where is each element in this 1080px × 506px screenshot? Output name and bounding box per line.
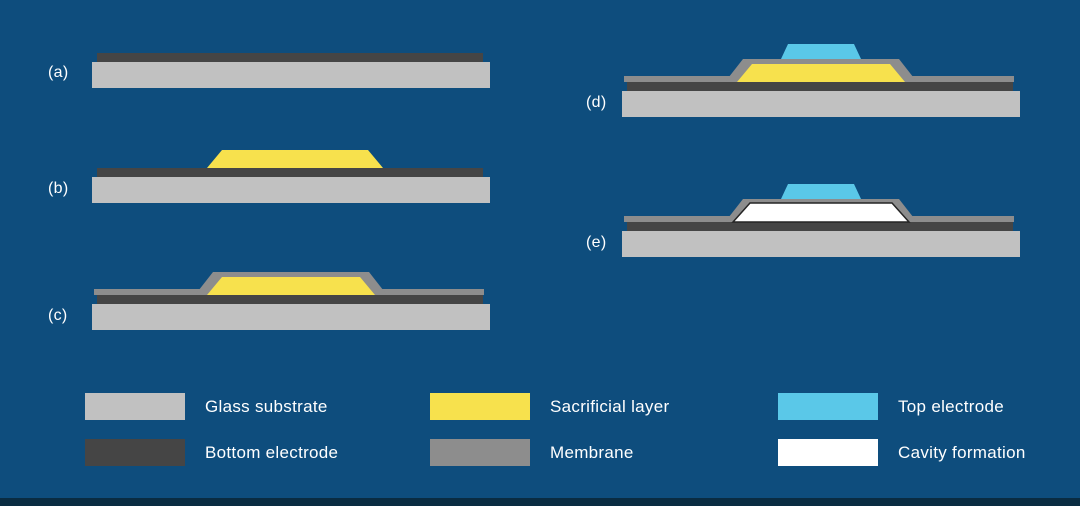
legend-swatch-top-electrode <box>778 393 878 420</box>
glass-substrate-layer <box>92 177 490 203</box>
cavity-shape <box>731 202 911 223</box>
step-e-diagram <box>622 184 1020 257</box>
step-label-b: (b) <box>48 180 69 197</box>
legend-swatch-sacrificial-layer <box>430 393 530 420</box>
step-label-d: (d) <box>586 94 607 111</box>
bottom-electrode-layer <box>97 53 483 62</box>
step-a-diagram <box>92 53 490 88</box>
bottom-electrode-layer <box>97 168 483 177</box>
legend-item-cavity-formation: Cavity formation <box>778 439 1026 466</box>
step-label-a: (a) <box>48 64 69 81</box>
glass-substrate-layer <box>622 91 1020 117</box>
legend-swatch-glass-substrate <box>85 393 185 420</box>
glass-substrate-layer <box>92 62 490 88</box>
bottom-border <box>0 498 1080 506</box>
glass-substrate-layer <box>92 304 490 330</box>
legend-label-cavity-formation: Cavity formation <box>898 442 1026 462</box>
top-electrode-shape <box>781 184 861 199</box>
glass-substrate-layer <box>622 231 1020 257</box>
legend-swatch-membrane <box>430 439 530 466</box>
step-d-diagram <box>622 44 1020 117</box>
sacrificial-layer-shape <box>207 277 375 295</box>
legend-item-bottom-electrode: Bottom electrode <box>85 439 338 466</box>
legend-swatch-cavity-formation <box>778 439 878 466</box>
bottom-electrode-layer <box>97 295 483 304</box>
sacrificial-layer-shape <box>737 64 905 82</box>
legend-label-membrane: Membrane <box>550 442 634 462</box>
step-b-diagram <box>92 150 490 203</box>
step-c-diagram <box>92 272 490 330</box>
legend-item-sacrificial-layer: Sacrificial layer <box>430 393 669 420</box>
legend-label-bottom-electrode: Bottom electrode <box>205 442 339 462</box>
step-label-e: (e) <box>586 234 607 251</box>
legend-label-glass-substrate: Glass substrate <box>205 396 328 416</box>
bottom-electrode-layer <box>627 222 1013 231</box>
legend-item-top-electrode: Top electrode <box>778 393 1004 420</box>
legend-item-glass-substrate: Glass substrate <box>85 393 328 420</box>
legend-swatch-bottom-electrode <box>85 439 185 466</box>
top-electrode-shape <box>781 44 861 59</box>
bottom-electrode-layer <box>627 82 1013 91</box>
legend-label-sacrificial-layer: Sacrificial layer <box>550 396 670 416</box>
legend-item-membrane: Membrane <box>430 439 634 466</box>
step-label-c: (c) <box>48 307 68 324</box>
legend-label-top-electrode: Top electrode <box>898 396 1004 416</box>
sacrificial-layer-shape <box>207 150 383 168</box>
